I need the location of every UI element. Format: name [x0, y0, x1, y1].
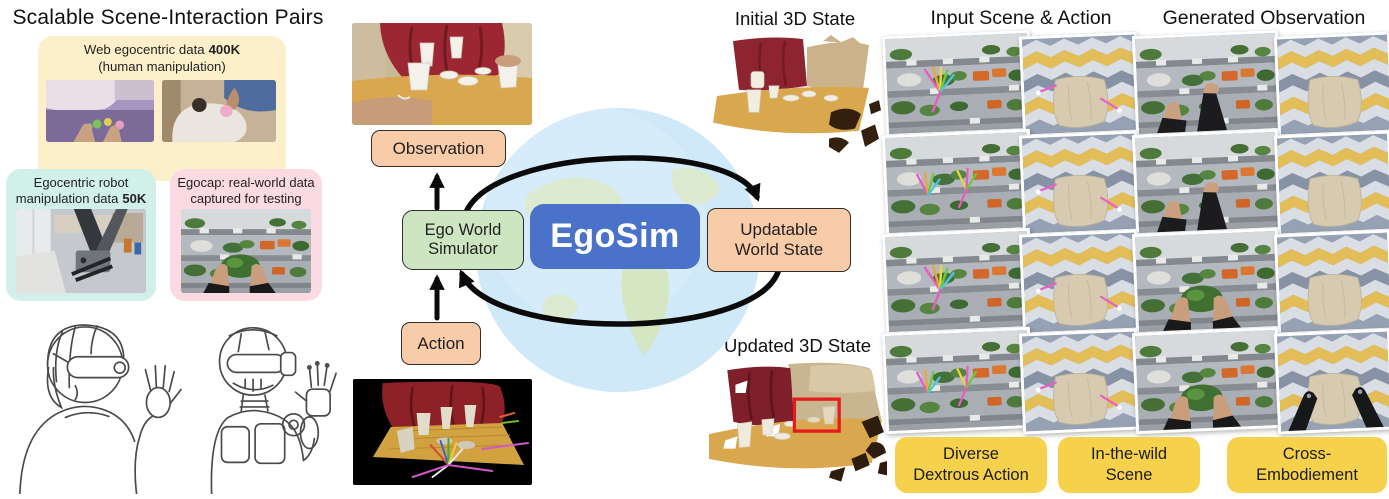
left-panel-title: Scalable Scene-Interaction Pairs [12, 6, 324, 29]
web-photo-bed-toys [46, 80, 154, 142]
generated-photo-a-row1 [1131, 29, 1283, 138]
generated-photo-a-row4 [1131, 326, 1283, 435]
caption-cross-embodiement: Cross- Embodiement [1227, 437, 1387, 493]
caption-diverse-dextrous-action: Diverse Dextrous Action [895, 437, 1047, 493]
generated-photo-a-row2 [1131, 128, 1283, 237]
egosim-title-box: EgoSim [530, 204, 700, 269]
initial-3d-state-image [711, 33, 881, 157]
robot-vr-sketch [182, 314, 340, 494]
caption-in-the-wild-scene: In-the-wild Scene [1058, 437, 1200, 493]
egocap-box: Egocap: real-world data captured for tes… [170, 169, 322, 301]
generated-photo-b-row2 [1273, 130, 1389, 237]
egocap-photo [181, 209, 311, 293]
robot-arm-photo [16, 209, 146, 293]
input-action-photo-row2 [1018, 130, 1142, 237]
web-count: 400K [208, 42, 241, 57]
observation-label-box: Observation [371, 130, 506, 167]
generated-photo-b-row4 [1273, 328, 1389, 435]
observation-photo [352, 23, 532, 125]
input-scene-photo-row3 [881, 227, 1035, 336]
generated-column-title: Generated Observation [1162, 7, 1366, 29]
input-action-photo-row1 [1018, 31, 1142, 138]
human-vr-sketch [8, 310, 186, 494]
ego-world-simulator-box: Ego World Simulator [402, 210, 524, 270]
robot-count: 50K [122, 191, 147, 207]
updatable-world-state-box: Updatable World State [707, 208, 851, 272]
input-scene-photo-row4 [881, 326, 1035, 435]
web-photo-person-couch [162, 80, 276, 142]
updated-3d-state-image [709, 360, 887, 496]
initial-state-title: Initial 3D State [734, 8, 856, 29]
updated-state-title: Updated 3D State [723, 335, 872, 356]
action-render-photo [353, 379, 532, 485]
input-scene-photo-row2 [881, 128, 1035, 237]
input-action-photo-row3 [1018, 229, 1142, 336]
egocap-caption: Egocap: real-world data captured for tes… [177, 175, 315, 207]
action-label-box: Action [401, 322, 481, 365]
input-action-photo-row4 [1018, 328, 1142, 435]
generated-photo-a-row3 [1131, 227, 1283, 336]
input-column-title: Input Scene & Action [930, 7, 1112, 29]
generated-photo-b-row3 [1273, 229, 1389, 336]
generated-photo-b-row1 [1273, 31, 1389, 138]
input-scene-photo-row1 [881, 29, 1035, 138]
